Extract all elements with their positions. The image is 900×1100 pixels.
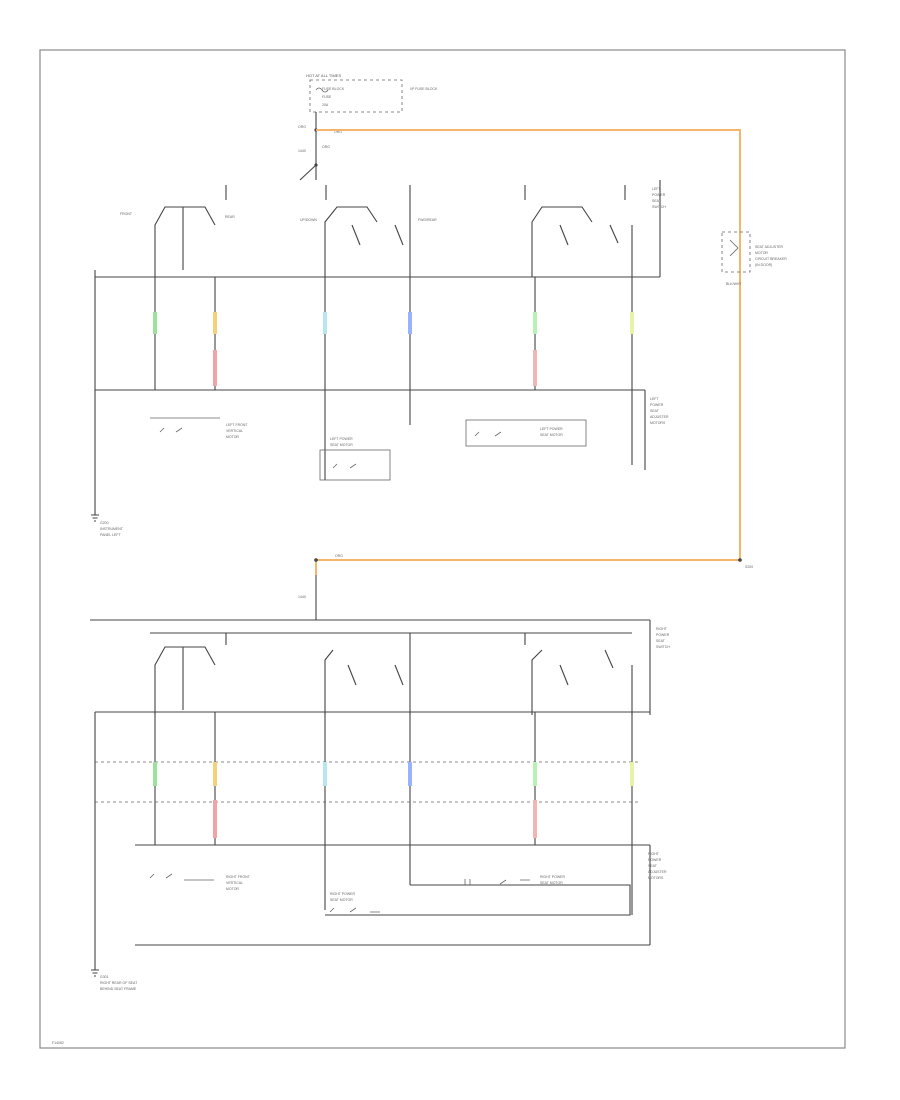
color-tag-red <box>213 350 217 386</box>
r-color-tag-lt-grn <box>153 762 157 786</box>
right-seat-label-1: RIGHT <box>648 852 660 856</box>
mid-feed-label: ORG <box>335 554 343 558</box>
r-color-tag-red-2 <box>533 800 537 838</box>
top-feed-label: ORG <box>298 125 306 129</box>
fuse-block-title: HOT AT ALL TIMES <box>306 73 341 78</box>
left-ground-line-3: PANEL LEFT <box>100 533 121 537</box>
right-switch-label-3: SEAT <box>656 639 666 643</box>
left-motor-3-line-2: SEAT MOTOR <box>540 433 563 437</box>
color-tag-yel <box>630 312 634 334</box>
left-switch-label-2: POWER <box>652 193 666 197</box>
left-seat-section: LEFT POWER SEAT SWITCH FRONT REAR UP/DOW… <box>91 180 669 537</box>
r-color-tag-lt-blu <box>323 762 327 786</box>
right-motor-3: RIGHT POWER SEAT MOTOR <box>464 875 565 885</box>
left-motor-2-line-2: SEAT MOTOR <box>330 443 353 447</box>
left-seat-label-3: SEAT <box>650 409 660 413</box>
left-switch-label-4: SWITCH <box>652 205 666 209</box>
left-motor-1-line-3: MOTOR <box>226 435 239 439</box>
left-switch-label-1: LEFT <box>652 187 661 191</box>
color-tag-red-2 <box>533 350 537 386</box>
left-ground-symbol <box>91 514 99 522</box>
fuse-block: HOT AT ALL TIMES FUSE BLOCK FUSE 20A I/P… <box>306 73 438 113</box>
fuse-symbol <box>315 87 329 93</box>
diagram-frame <box>39 49 846 1049</box>
top-feed: ORG 1440 ORG ORG <box>298 112 342 181</box>
right-motor-3-line-2: SEAT MOTOR <box>540 881 563 885</box>
splice-label: S200 <box>745 565 753 569</box>
left-columns <box>153 277 634 480</box>
r-color-tag-tan <box>213 762 217 786</box>
r-color-tag-dk-blu <box>408 762 412 786</box>
breaker-line-1: SEAT ADJUSTER <box>755 245 784 249</box>
left-motor-3-line-1: LEFT POWER <box>540 427 563 431</box>
left-seat-label-4: ADJUSTER <box>650 415 669 419</box>
right-ground-line-3: BEHIND SEAT FRAME <box>100 987 137 991</box>
right-ground-line-1: G301 <box>100 975 109 979</box>
right-seat-label-4: ADJUSTER <box>648 870 667 874</box>
color-tag-dk-grn <box>533 312 537 334</box>
color-tag-lt-blu <box>323 312 327 334</box>
breaker-box <box>721 231 751 273</box>
left-motor-3: LEFT POWER SEAT MOTOR <box>465 419 587 447</box>
right-ground-symbol <box>91 969 99 977</box>
right-seat-label-2: POWER <box>648 858 662 862</box>
left-switch-contacts: FRONT REAR UP/DOWN FWD/REAR <box>120 185 633 277</box>
right-feed-label: ORG <box>334 130 342 134</box>
right-motor-1-line-1: RIGHT FRONT <box>226 875 251 879</box>
left-seat-label-1: LEFT <box>650 397 659 401</box>
right-seat-section: RIGHT POWER SEAT SWITCH <box>90 575 670 991</box>
right-motor-1: RIGHT FRONT VERTICAL MOTOR <box>149 873 251 891</box>
top-feed2-label: ORG <box>322 145 330 149</box>
right-ground-line-2: RIGHT REAR OF SEAT <box>100 981 138 985</box>
left-motor-2: LEFT POWER SEAT MOTOR <box>319 437 391 481</box>
r-color-tag-dk-grn <box>533 762 537 786</box>
left-switch-name-updown: UP/DOWN <box>300 218 317 222</box>
color-tag-dk-blu <box>408 312 412 334</box>
left-ground-line-1: G200 <box>100 521 109 525</box>
right-seat-label-5: MOTORS <box>648 876 664 880</box>
right-motor-1-line-3: MOTOR <box>226 887 239 891</box>
left-motor-1-line-1: LEFT FRONT <box>226 423 248 427</box>
r-color-tag-yel <box>630 762 634 786</box>
mid-circuit-label: 1440 <box>298 595 306 599</box>
footer-code: F14082 <box>52 1041 64 1045</box>
left-seat-label-2: POWER <box>650 403 664 407</box>
right-motor-2-line-1: RIGHT POWER <box>330 892 355 896</box>
fuse-block-line-3: 20A <box>322 103 329 107</box>
r-color-tag-red <box>213 800 217 838</box>
right-seat-label-3: SEAT <box>648 864 658 868</box>
right-motor-2-line-2: SEAT MOTOR <box>330 898 353 902</box>
left-switch-label-3: SEAT <box>652 199 662 203</box>
left-motor-2-line-1: LEFT POWER <box>330 437 353 441</box>
breaker-line-3: CIRCUIT BREAKER <box>755 257 787 261</box>
left-seat-label-5: MOTORS <box>650 421 666 425</box>
left-ground-line-2: INSTRUMENT <box>100 527 124 531</box>
seat-adjuster-breaker: SEAT ADJUSTER MOTOR CIRCUIT BREAKER (IN … <box>721 231 787 286</box>
color-tag-tan <box>213 312 217 334</box>
breaker-line-4: (IN DOOR) <box>755 263 772 267</box>
color-tag-lt-grn <box>153 312 157 334</box>
fuse-block-side-label: I/P FUSE BLOCK <box>410 87 438 91</box>
top-circuit-label: 1440 <box>298 149 306 153</box>
breaker-line-2: MOTOR <box>755 251 768 255</box>
left-switch-name-rear: REAR <box>225 215 235 219</box>
fuse-block-line-1: FUSE BLOCK <box>322 87 345 91</box>
right-motor-3-line-1: RIGHT POWER <box>540 875 565 879</box>
left-switch-name-front: FRONT <box>120 212 133 216</box>
hot-wire: S200 ORG 1440 <box>298 129 753 599</box>
left-motor-1: LEFT FRONT VERTICAL MOTOR <box>150 417 248 439</box>
right-motor-1-line-2: VERTICAL <box>226 881 243 885</box>
breaker-ground-label: BLK/WHT <box>726 282 742 286</box>
right-switch-label-4: SWITCH <box>656 645 670 649</box>
left-switch-name-fwdrear: FWD/REAR <box>418 218 437 222</box>
right-motor-2: RIGHT POWER SEAT MOTOR <box>329 892 380 913</box>
fuse-block-box <box>309 79 403 113</box>
fuse-block-line-2: FUSE <box>322 95 332 99</box>
right-switch-label-2: POWER <box>656 633 670 637</box>
left-motor-1-line-2: VERTICAL <box>226 429 243 433</box>
right-switch-label-1: RIGHT <box>656 627 668 631</box>
